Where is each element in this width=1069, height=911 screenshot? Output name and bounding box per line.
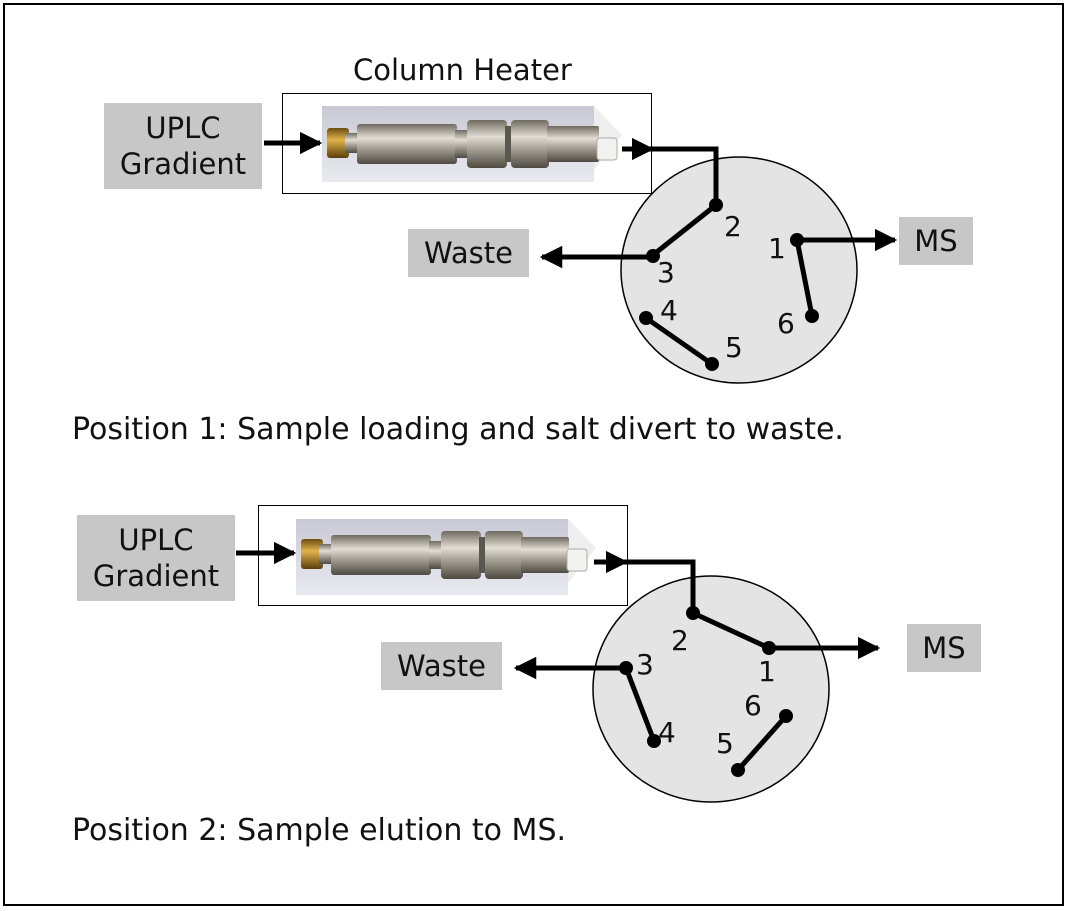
port-label-4: 4: [660, 294, 678, 327]
port-label-3: 3: [636, 648, 654, 681]
port-label-6: 6: [744, 689, 762, 722]
column-heater-box: [258, 505, 628, 606]
column-heater-box: [282, 93, 652, 194]
port-dot-6: [805, 309, 819, 323]
port-dot-3: [646, 249, 660, 263]
ms-box: MS: [907, 624, 981, 672]
port-label-4: 4: [658, 716, 676, 749]
port-dot-4: [647, 734, 661, 748]
uplc-gradient-label: UPLC Gradient: [119, 111, 247, 181]
uplc-gradient-box: UPLC Gradient: [104, 103, 262, 189]
position-1-caption: Position 1: Sample loading and salt dive…: [72, 412, 844, 447]
port-dot-5: [705, 357, 719, 371]
port-label-3: 3: [657, 256, 675, 289]
ms-box: MS: [899, 217, 973, 265]
port-dot-3: [619, 661, 633, 675]
port-dot-2: [686, 606, 700, 620]
waste-box: Waste: [408, 229, 529, 277]
port-dot-6: [779, 709, 793, 723]
port-label-6: 6: [777, 307, 795, 340]
ms-label: MS: [922, 631, 966, 665]
valve-body: [592, 575, 830, 803]
ms-label: MS: [914, 224, 958, 258]
port-dot-1: [790, 233, 804, 247]
port-dot-2: [709, 198, 723, 212]
uplc-gradient-box: UPLC Gradient: [77, 515, 235, 601]
column-image: [296, 519, 596, 595]
port-label-5: 5: [725, 331, 743, 364]
column-image: [322, 106, 622, 182]
port-label-2: 2: [724, 210, 742, 243]
port-label-1: 1: [758, 655, 776, 688]
port-dot-4: [639, 311, 653, 325]
valve-body: [620, 156, 858, 384]
waste-box: Waste: [381, 642, 502, 690]
waste-label: Waste: [424, 236, 513, 270]
port-label-1: 1: [768, 232, 786, 265]
uplc-gradient-label: UPLC Gradient: [92, 523, 220, 593]
position-2-caption: Position 2: Sample elution to MS.: [72, 813, 567, 848]
figure-frame: [3, 3, 1064, 906]
port-label-5: 5: [716, 727, 734, 760]
column-heater-label: Column Heater: [353, 53, 572, 87]
port-dot-5: [731, 763, 745, 777]
port-label-2: 2: [671, 624, 689, 657]
waste-label: Waste: [397, 649, 486, 683]
port-dot-1: [762, 641, 776, 655]
